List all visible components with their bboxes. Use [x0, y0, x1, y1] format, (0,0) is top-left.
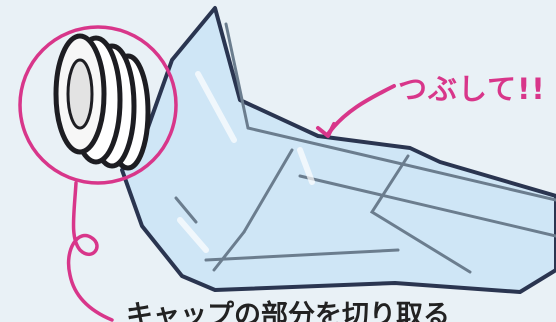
caption-text: キャップの部分を切り取る	[126, 302, 450, 322]
pointer-arrow	[328, 86, 394, 134]
crush-annotation: つぶして!!	[398, 66, 546, 108]
arrow-head	[318, 124, 334, 136]
curl-connector	[69, 183, 112, 320]
cap-neck	[56, 36, 148, 168]
